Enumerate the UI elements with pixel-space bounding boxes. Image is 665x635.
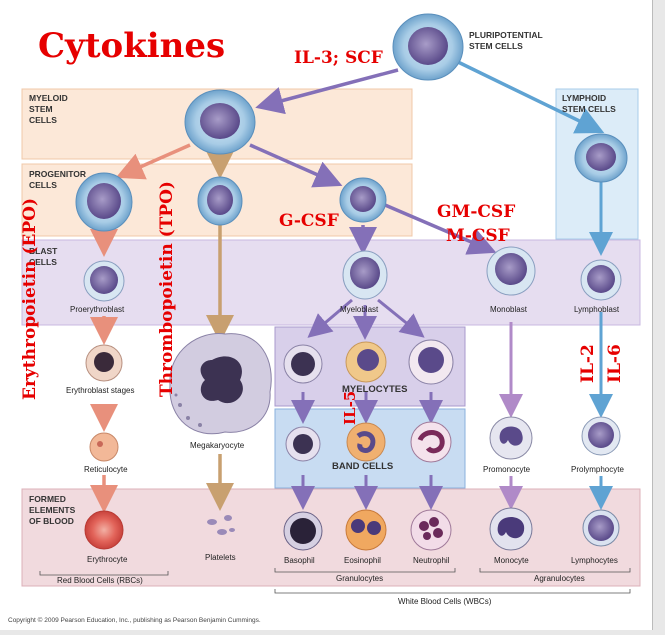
neutrophilic-myelocyte	[408, 339, 454, 385]
proerythroblast-cell	[83, 260, 125, 302]
myeloid-label: MYELOID STEM CELLS	[29, 93, 68, 125]
monocyte-label: Monocyte	[494, 556, 529, 565]
erythrocyte-cell	[84, 510, 124, 550]
monocyte-cell	[489, 507, 533, 551]
myelocytes-label: MYELOCYTES	[342, 384, 408, 395]
neutrophil-label: Neutrophil	[413, 556, 450, 565]
monoblast-cell	[486, 246, 536, 296]
platelets-label: Platelets	[205, 553, 236, 562]
wbc-label: White Blood Cells (WBCs)	[398, 597, 492, 606]
cytokine-il3-scf: IL-3; SCF	[294, 48, 383, 68]
differentiation-arrows	[90, 60, 613, 513]
megakaryocyte-label: Megakaryocyte	[190, 441, 245, 450]
cytokine-epo: Erythropoietin (EPO)	[20, 197, 40, 400]
copyright-notice: Copyright © 2009 Pearson Education, Inc.…	[8, 617, 261, 624]
cytokine-g-csf: G-CSF	[279, 211, 339, 231]
band-cells-label: BAND CELLS	[332, 461, 394, 472]
progenitor-label: PROGENITOR CELLS	[29, 169, 86, 190]
lymphoid-stem-cell	[574, 133, 628, 183]
reticulocyte-cell	[89, 432, 119, 462]
promonocyte-cell	[489, 416, 533, 460]
promonocyte-label: Promonocyte	[483, 465, 531, 474]
progenitor-granulocytic	[339, 177, 387, 223]
basophil-cell	[283, 511, 323, 551]
neutrophilic-band	[410, 421, 452, 463]
cytokine-il6: IL-6	[605, 344, 625, 383]
lymphocyte-cell	[582, 509, 620, 547]
blast-label: BLAST CELLS	[29, 246, 58, 267]
blast-band	[21, 239, 641, 326]
basophilic-myelocyte	[283, 344, 323, 384]
myeloblast-label: Myeloblast	[340, 305, 379, 314]
cytokine-il2: IL-2	[578, 344, 598, 383]
erythroblast-cell	[85, 344, 123, 382]
group-brackets	[39, 568, 631, 594]
basophil-label: Basophil	[284, 556, 315, 565]
diagram-page: Cytokines PLURIPOTENTIAL STEM CELLS MYEL…	[0, 0, 653, 630]
erythrocyte-label: Erythrocyte	[87, 555, 128, 564]
lymphoid-label: LYMPHOID STEM CELLS	[562, 93, 616, 114]
page-title: Cytokines	[38, 26, 226, 66]
eosinophilic-band	[346, 422, 386, 462]
proerythroblast-label: Proerythroblast	[70, 305, 125, 314]
cytokine-gm-csf: GM-CSF	[437, 202, 516, 222]
pluripotent-label: PLURIPOTENTIAL STEM CELLS	[469, 30, 543, 51]
lymphoblast-cell	[580, 259, 622, 301]
granulocytes-label: Granulocytes	[336, 574, 384, 583]
pluripotent-stem-cell	[392, 13, 464, 81]
lymphocytes-label: Lymphocytes	[571, 556, 618, 565]
cytokine-m-csf: M-CSF	[446, 226, 510, 246]
eosinophil-label: Eosinophil	[344, 556, 381, 565]
lymphoblast-label: Lymphoblast	[574, 305, 620, 314]
hematopoiesis-diagram	[21, 13, 641, 594]
basophilic-band	[285, 426, 321, 462]
progenitor-erythroid	[75, 172, 133, 232]
myeloid-stem-cell	[184, 89, 256, 155]
erythroblast-label: Erythroblast stages	[66, 386, 135, 395]
progenitor-megakaryocytic	[197, 176, 243, 226]
prolymphocyte-cell	[581, 416, 621, 456]
cytokine-tpo: Thrombopoietin (TPO)	[157, 181, 177, 397]
platelets-cells	[207, 515, 235, 535]
prolymphocyte-label: Prolymphocyte	[571, 465, 624, 474]
formed-band	[21, 488, 641, 587]
monoblast-label: Monoblast	[490, 305, 527, 314]
agranulocytes-label: Agranulocytes	[534, 574, 585, 583]
megakaryocyte-cell	[169, 333, 272, 435]
myeloblast-cell	[342, 250, 388, 300]
reticulocyte-label: Reticulocyte	[84, 465, 128, 474]
eosinophil-cell	[345, 509, 387, 551]
formed-label: FORMED ELEMENTS OF BLOOD	[29, 494, 76, 526]
eosinophilic-myelocyte	[345, 341, 387, 383]
neutrophil-cell	[410, 509, 452, 551]
rbc-label: Red Blood Cells (RBCs)	[57, 576, 143, 585]
cytokine-il5: IL-5	[341, 390, 359, 425]
